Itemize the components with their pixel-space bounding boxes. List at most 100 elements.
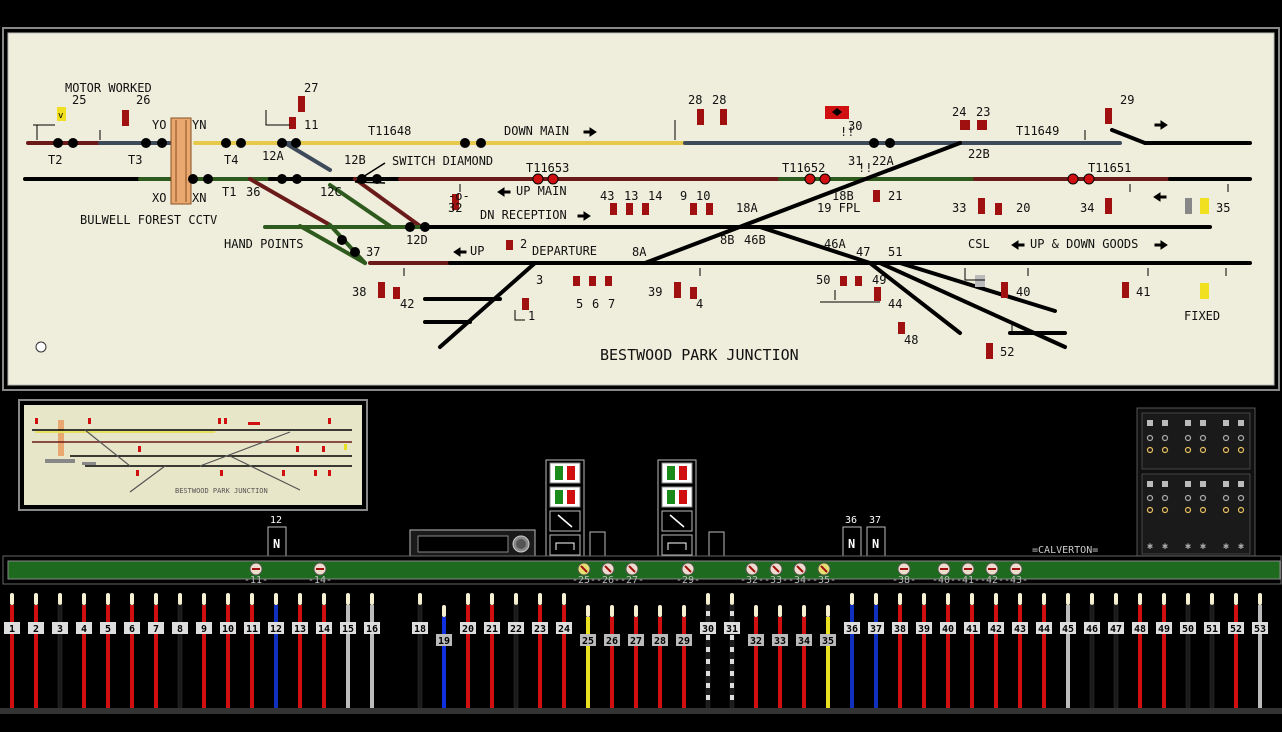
lever-frame-base: [0, 708, 1282, 714]
lever-43[interactable]: 43: [1012, 593, 1028, 708]
lever-34[interactable]: 34: [796, 605, 812, 708]
lever-31[interactable]: 31: [724, 593, 740, 709]
lever-4[interactable]: 4: [76, 593, 92, 708]
svg-text:29: 29: [1120, 93, 1134, 107]
repeater-38: -38-: [892, 562, 916, 586]
svg-text:42: 42: [400, 297, 414, 311]
svg-text:-o-: -o-: [448, 189, 470, 203]
lever-22[interactable]: 22: [508, 593, 524, 709]
lever-24[interactable]: 24: [556, 593, 572, 708]
lever-52[interactable]: 52: [1228, 593, 1244, 708]
svg-text:T11652: T11652: [782, 161, 825, 175]
repeater-40: -40-: [932, 562, 956, 586]
svg-text:T11651: T11651: [1088, 161, 1131, 175]
lever-13[interactable]: 13: [292, 593, 308, 708]
svg-text:24: 24: [952, 105, 966, 119]
lever-6[interactable]: 6: [124, 593, 140, 708]
lever-16[interactable]: 16: [364, 593, 380, 708]
svg-text:47: 47: [856, 245, 870, 259]
lever-12[interactable]: 12: [268, 593, 284, 708]
lever-15[interactable]: 15: [340, 593, 356, 708]
lever-36[interactable]: 36: [844, 593, 860, 708]
svg-text:28: 28: [688, 93, 702, 107]
lever-number: 27: [630, 636, 642, 647]
mini-diagram: BESTWOOD PARK JUNCTION: [18, 399, 368, 511]
repeater-label: -35-: [812, 575, 836, 586]
lever-37[interactable]: 37: [868, 593, 884, 708]
lever-33[interactable]: 33: [772, 605, 788, 708]
svg-text:49: 49: [872, 273, 886, 287]
cabinet-lamp: [1199, 434, 1207, 442]
lever-23[interactable]: 23: [532, 593, 548, 708]
lever-32[interactable]: 32: [748, 605, 764, 708]
cabinet-lamp: [1185, 420, 1191, 426]
dn-reception-label: DN RECEPTION: [480, 208, 567, 222]
lever-number: 52: [1230, 624, 1242, 635]
lever-40[interactable]: 40: [940, 593, 956, 708]
cabinet-lamp: [1161, 446, 1169, 454]
lever-2[interactable]: 2: [28, 593, 44, 708]
lever-19[interactable]: 19: [436, 605, 452, 708]
lever-3[interactable]: 3: [52, 593, 68, 709]
lever-number: 36: [846, 624, 858, 635]
reset-button[interactable]: [35, 341, 47, 353]
cabinet-lamp: [1162, 481, 1168, 487]
lever-9[interactable]: 9: [196, 593, 212, 708]
lever-20[interactable]: 20: [460, 593, 476, 708]
block-36-letter: N: [848, 537, 855, 551]
lever-number: 30: [702, 624, 714, 635]
cabinet-lamp: [1199, 506, 1207, 514]
lever-53[interactable]: 53: [1252, 593, 1268, 708]
hand-points-label: HAND POINTS: [224, 237, 303, 251]
repeater-11: -11-: [244, 562, 268, 586]
lever-14[interactable]: 14: [316, 593, 332, 708]
lever-35[interactable]: 35: [820, 605, 836, 708]
cabinet-lamp: [1184, 434, 1192, 442]
lever-49[interactable]: 49: [1156, 593, 1172, 708]
lever-number: 49: [1158, 624, 1170, 635]
diagram-labels: MOTOR WORKED BULWELL FOREST CCTV HAND PO…: [65, 81, 1220, 364]
lever-47[interactable]: 47: [1108, 593, 1124, 709]
lever-11[interactable]: 11: [244, 593, 260, 708]
lever-26[interactable]: 26: [604, 605, 620, 708]
cabinet-lamp: [1238, 420, 1244, 426]
svg-text:T2: T2: [48, 153, 62, 167]
lever-8[interactable]: 8: [172, 593, 188, 709]
svg-text:YO: YO: [152, 118, 166, 132]
lever-29[interactable]: 29: [676, 605, 692, 708]
lever-5[interactable]: 5: [100, 593, 116, 708]
lever-44[interactable]: 44: [1036, 593, 1052, 708]
lever-39[interactable]: 39: [916, 593, 932, 708]
repeater-label: -26-: [596, 575, 620, 586]
lever-42[interactable]: 42: [988, 593, 1004, 708]
cabinet-lamp: [1237, 506, 1245, 514]
lever-10[interactable]: 10: [220, 593, 236, 708]
cabinet-lamp: [1222, 434, 1230, 442]
lever-28[interactable]: 28: [652, 605, 668, 708]
lever-27[interactable]: 27: [628, 605, 644, 708]
junction-title: BESTWOOD PARK JUNCTION: [600, 346, 799, 364]
lever-50[interactable]: 50: [1180, 593, 1196, 709]
lever-1[interactable]: 1: [4, 593, 20, 708]
lever-number: 43: [1014, 624, 1026, 635]
repeater-label: -11-: [244, 575, 268, 586]
lever-45[interactable]: 45: [1060, 593, 1076, 708]
svg-text:48: 48: [904, 333, 918, 347]
cabinet-lamp: [1162, 420, 1168, 426]
repeater-label: -27-: [620, 575, 644, 586]
motor-worked-label: MOTOR WORKED: [65, 81, 152, 95]
lever-38[interactable]: 38: [892, 593, 908, 708]
lever-41[interactable]: 41: [964, 593, 980, 708]
lever-46[interactable]: 46: [1084, 593, 1100, 709]
svg-text:T1: T1: [222, 185, 236, 199]
lever-7[interactable]: 7: [148, 593, 164, 708]
lever-30[interactable]: 30: [700, 593, 716, 709]
lever-48[interactable]: 48: [1132, 593, 1148, 708]
svg-text:50: 50: [816, 273, 830, 287]
block-36-number: 36: [845, 515, 857, 526]
lever-51[interactable]: 51: [1204, 593, 1220, 709]
lever-25[interactable]: 25: [580, 605, 596, 708]
lever-18[interactable]: 18: [412, 593, 428, 709]
lever-21[interactable]: 21: [484, 593, 500, 708]
repeater-label: -29-: [676, 575, 700, 586]
